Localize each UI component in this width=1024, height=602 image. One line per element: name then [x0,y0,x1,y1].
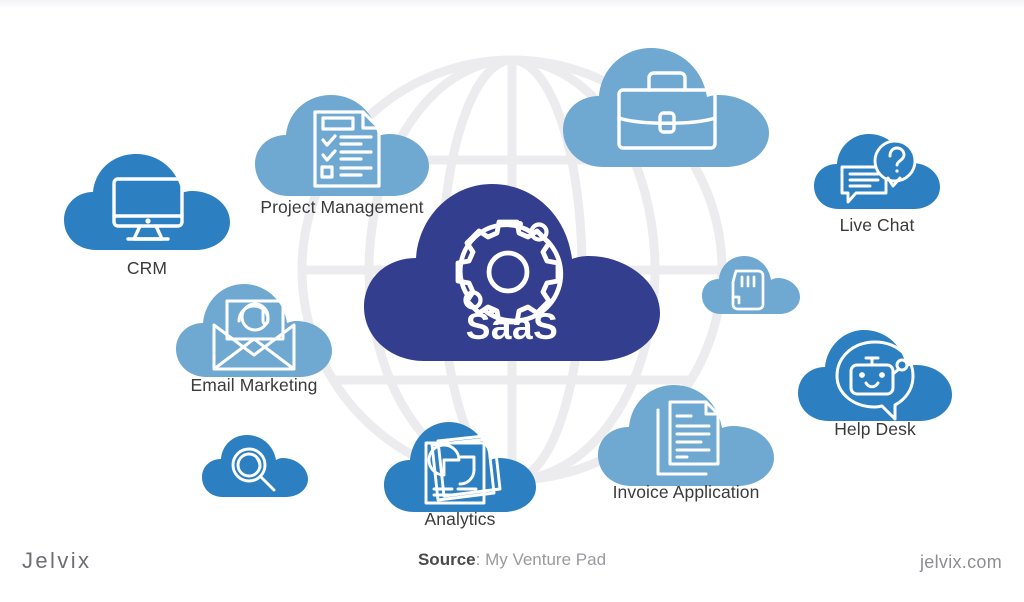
cloud-shape-briefcase [563,48,769,167]
center-title-saas: SaaS [465,306,559,347]
cloud-shape-help-desk [798,330,952,421]
cloud-shape-live-chat [814,134,940,209]
source-value: My Venture Pad [485,550,607,569]
gear-orbit-icon [455,219,564,325]
node-label-project-management: Project Management [260,197,424,217]
cloud-shape-search [202,435,308,497]
cloud-shape-saas [364,184,660,361]
node-email-marketing[interactable]: Email Marketing [174,281,334,395]
cloud-shape-project-management [255,95,429,196]
source-attribution: Source: My Venture Pad [0,550,1024,570]
node-live-chat[interactable]: Live Chat [812,131,942,235]
node-label-invoice-application: Invoice Application [612,482,760,502]
jelvix-logo: Jelvix [22,548,92,573]
node-label-email-marketing: Email Marketing [190,375,318,395]
node-crm[interactable]: CRM [62,150,232,278]
node-project-management[interactable]: Project Management [253,92,431,217]
node-search[interactable] [200,432,310,500]
source-label: Source [417,550,476,569]
cloud-shape-analytics [384,422,536,512]
center-node-saas[interactable]: SaaS [362,180,662,365]
cloud-shape-crm [64,154,230,250]
node-label-analytics: Analytics [424,509,496,529]
cloud-shape-sd-card [702,256,800,314]
cloud-shape-email-marketing [176,284,332,377]
node-invoice-application[interactable]: Invoice Application [596,382,776,502]
node-label-crm: CRM [126,258,168,278]
top-edge-strip [0,0,1024,9]
website-url: jelvix.com [919,552,1002,572]
node-help-desk[interactable]: Help Desk [796,327,954,439]
node-sd-card[interactable] [700,253,802,317]
node-label-live-chat: Live Chat [839,215,915,235]
node-briefcase[interactable] [561,45,771,171]
cloud-shape-invoice-application [598,385,774,486]
node-label-help-desk: Help Desk [834,419,916,439]
node-analytics[interactable]: Analytics [382,419,538,529]
source-separator: : [475,550,486,569]
